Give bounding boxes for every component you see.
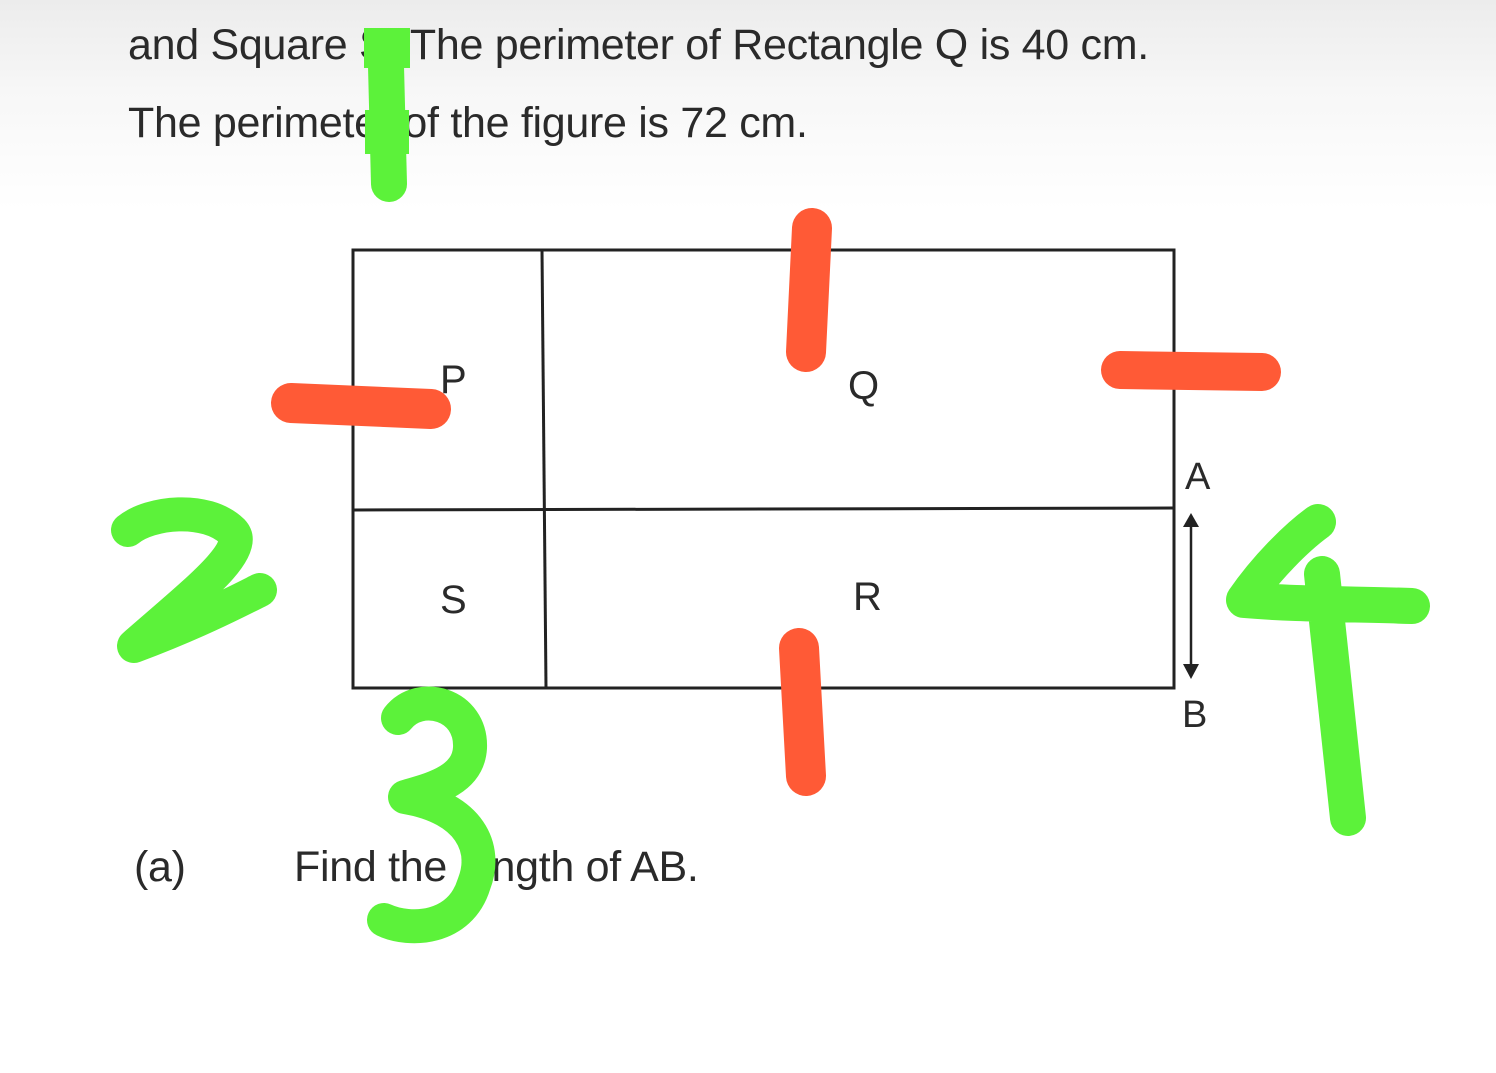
problem-text-line-2: The perimeter of the figure is 72 cm. [128,99,808,147]
ab-arrow-up-head [1183,513,1199,527]
green-mark-cover-middle [365,110,409,154]
label-p: P [440,358,467,402]
orange-tick-top [786,208,832,372]
label-a: A [1185,456,1211,498]
outer-rectangle [351,248,1176,690]
ab-arrow-down-head [1183,664,1199,679]
label-s: S [440,578,467,622]
green-mark-3 [367,686,496,944]
green-mark-2 [111,497,277,663]
label-r: R [853,575,882,619]
green-mark-cover-top [364,28,410,68]
horizontal-divider [352,506,1175,512]
label-q: Q [848,364,880,408]
label-b: B [1182,694,1208,736]
orange-tick-right [1101,351,1281,391]
vertical-divider [540,249,548,689]
orange-tick-bottom [779,628,826,796]
green-mark-4 [1226,504,1430,836]
question-part-label: (a) [134,843,186,891]
question-text: Find the length of AB. [294,843,699,891]
orange-tick-left [271,383,451,429]
problem-text-line-1: and Square S. The perimeter of Rectangle… [128,21,1149,69]
